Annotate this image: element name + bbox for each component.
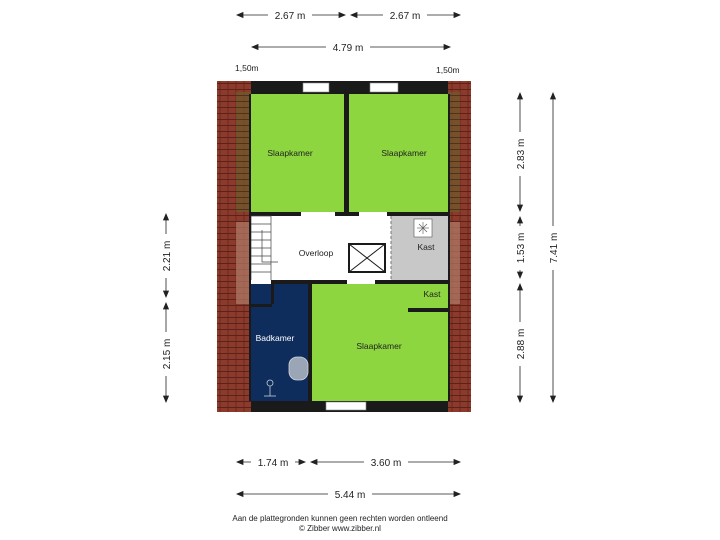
bedroom-bottom (312, 284, 448, 401)
dim-left-bottom: 2.15 m (162, 339, 173, 370)
room-label-bedroom-bottom: Slaapkamer (356, 341, 402, 351)
room-label-storage-top: Kast (417, 242, 435, 252)
toilet-icon (288, 356, 309, 381)
dim-height-right: 1,50m (436, 65, 460, 75)
room-label-bedroom-top-right: Slaapkamer (381, 148, 427, 158)
stairwell-hatch (348, 243, 386, 273)
room-label-landing: Overloop (299, 248, 334, 258)
ventilation-icon (413, 218, 433, 238)
dim-bottom-right: 3.60 m (371, 458, 402, 469)
dim-top-total: 4.79 m (333, 43, 364, 54)
bedroom-top-left (251, 94, 344, 212)
dim-right-middle: 1.53 m (516, 233, 527, 264)
dim-right-total: 7.41 m (549, 233, 560, 264)
room-label-bathroom: Badkamer (256, 333, 295, 343)
footer-credit: © Zibber www.zibber.nl (299, 524, 381, 533)
room-label-storage-bottom: Kast (423, 289, 441, 299)
room-label-bedroom-top-left: Slaapkamer (267, 148, 313, 158)
dim-right-top: 2.83 m (516, 139, 527, 170)
dim-top-left: 2.67 m (275, 11, 306, 22)
footer-disclaimer: Aan de plattegronden kunnen geen rechten… (232, 514, 447, 523)
bedroom-top-right (349, 94, 448, 212)
dim-right-bottom: 2.88 m (516, 329, 527, 360)
dim-bottom-left: 1.74 m (258, 458, 289, 469)
dim-top-right: 2.67 m (390, 11, 421, 22)
shower-icon (264, 379, 276, 397)
dim-bottom-total: 5.44 m (335, 490, 366, 501)
dim-left-top: 2.21 m (162, 241, 173, 272)
dim-height-left: 1,50m (235, 63, 259, 73)
bathroom (251, 284, 308, 401)
